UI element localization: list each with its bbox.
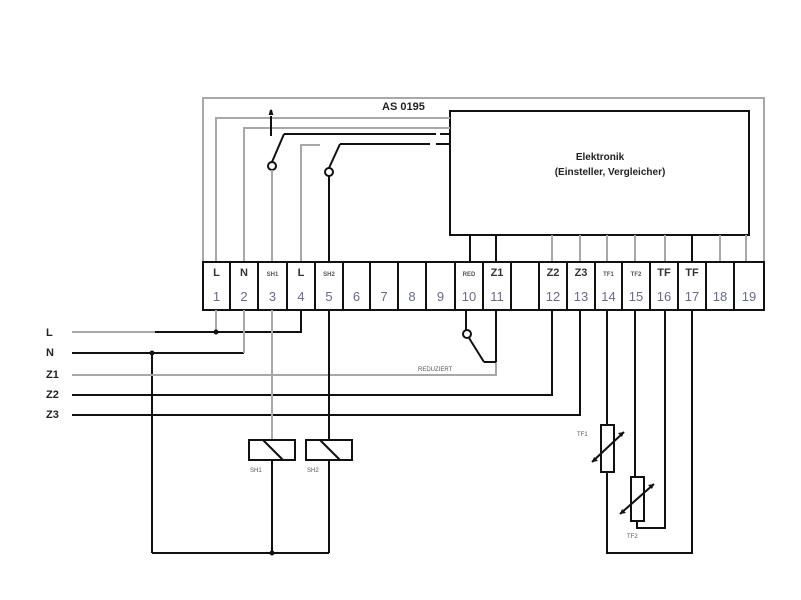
wire-z2 <box>72 310 553 396</box>
relay-coil-sh1 <box>248 439 296 461</box>
terminal-label: SH1 <box>267 272 279 278</box>
internal-wire-l4 <box>300 144 320 262</box>
terminal-label: RED <box>463 272 476 278</box>
relay-label-sh1: SH1 <box>250 468 262 474</box>
sensor-tf2 <box>619 476 655 522</box>
terminal-number: 3 <box>269 289 276 304</box>
terminal-18: 18 <box>705 261 735 311</box>
terminal-13: Z3 13 <box>566 261 596 311</box>
terminal-15: TF2 15 <box>621 261 651 311</box>
terminal-number: 6 <box>353 289 360 304</box>
terminal-number: 4 <box>297 289 304 304</box>
terminal-label: Z1 <box>491 267 504 279</box>
terminal-9: 9 <box>425 261 456 311</box>
relay-return-wire <box>152 460 330 554</box>
terminal-number: 14 <box>601 289 615 304</box>
terminal-label: TF <box>685 267 699 279</box>
sensor-label-tf1: TF1 <box>577 432 588 438</box>
terminal-label: TF <box>657 267 671 279</box>
terminal-number: 9 <box>437 289 444 304</box>
junction-return <box>269 550 275 556</box>
terminal-label: Z2 <box>547 267 560 279</box>
relay-switch-1 <box>267 109 450 262</box>
relay-switch-2 <box>324 143 450 262</box>
sensor-label-tf2: TF2 <box>627 534 638 540</box>
device-title: AS 0195 <box>382 101 425 113</box>
terminal-2: N2 <box>229 261 259 311</box>
reduced-switch <box>462 310 497 363</box>
terminal-number: 13 <box>574 289 588 304</box>
terminal-number: 15 <box>629 289 643 304</box>
terminal-17: TF 17 <box>677 261 707 311</box>
terminal-number: 18 <box>713 289 727 304</box>
terminal-5: SH2 5 <box>314 261 344 311</box>
supply-label-z1: Z1 <box>46 369 59 381</box>
terminal-6: 6 <box>342 261 371 311</box>
electronics-block <box>449 110 750 236</box>
terminal-label: Z3 <box>575 267 588 279</box>
terminal-10: RED 10 <box>454 261 484 311</box>
terminal-12: Z2 12 <box>538 261 568 311</box>
supply-label-l: L <box>46 327 53 339</box>
relay-coil-sh2 <box>305 439 353 461</box>
terminal-label: N <box>240 267 248 279</box>
terminal-number: 1 <box>213 289 220 304</box>
terminal-1: L1 <box>202 261 231 311</box>
junction-l <box>213 329 219 335</box>
terminal-number: 16 <box>657 289 671 304</box>
terminal-blank <box>510 261 540 311</box>
terminal-7: 7 <box>369 261 399 311</box>
terminal-label: SH2 <box>323 272 335 278</box>
electronics-title: Elektronik <box>576 152 625 163</box>
supply-label-z2: Z2 <box>46 389 59 401</box>
terminal-number: 12 <box>546 289 560 304</box>
terminal-number: 2 <box>240 289 247 304</box>
wire-l-black <box>155 310 302 333</box>
relay-label-sh2: SH2 <box>307 468 319 474</box>
terminal-11: Z1 11 <box>482 261 512 311</box>
terminal-4: L4 <box>286 261 316 311</box>
wire-z3 <box>72 310 581 416</box>
wire-z1 <box>72 310 497 376</box>
sensor-tf1 <box>591 424 625 473</box>
electronics-subtitle: (Einsteller, Vergleicher) <box>555 167 666 178</box>
terminal-label: TF1 <box>603 272 614 278</box>
terminal-number: 11 <box>490 289 504 304</box>
terminal-label: L <box>213 267 220 279</box>
supply-label-n: N <box>46 347 54 359</box>
internal-wire-l <box>215 117 450 262</box>
terminal-16: TF 16 <box>649 261 679 311</box>
electronics-terminal-wires <box>469 235 747 262</box>
supply-label-z3: Z3 <box>46 409 59 421</box>
sensor-wire-tf1-return <box>606 310 693 554</box>
terminal-number: 17 <box>685 289 699 304</box>
terminal-19: 19 <box>733 261 765 311</box>
terminal-14: TF1 14 <box>594 261 623 311</box>
terminal-8: 8 <box>397 261 427 311</box>
internal-wire-n <box>243 127 450 262</box>
supply-line-labels: L N Z1 Z2 Z3 <box>46 327 59 421</box>
sensor-wire-tf2-return <box>636 310 666 529</box>
terminal-number: 5 <box>325 289 332 304</box>
terminal-label: L <box>298 267 305 279</box>
terminal-3: SH1 3 <box>257 261 288 311</box>
terminal-number: 19 <box>742 289 756 304</box>
terminal-label: TF2 <box>631 272 642 278</box>
terminal-number: 10 <box>462 289 476 304</box>
terminal-number: 7 <box>380 289 387 304</box>
terminal-number: 8 <box>408 289 415 304</box>
reduced-switch-label: REDUZIERT <box>418 367 453 373</box>
